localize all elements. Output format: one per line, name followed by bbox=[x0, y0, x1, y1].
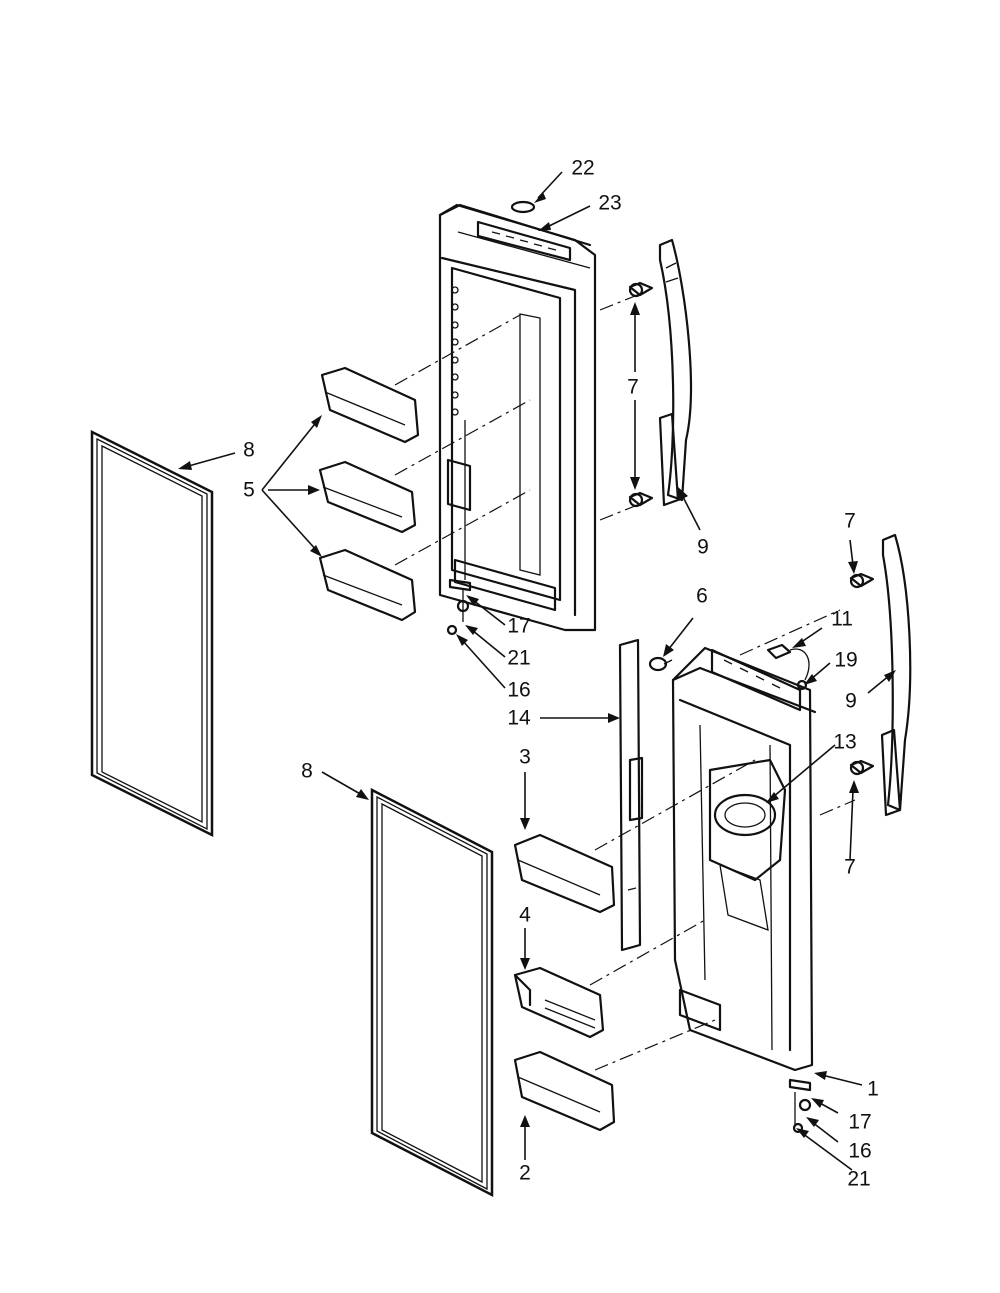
callout-17-lower: 17 bbox=[848, 1111, 871, 1134]
upper-hinge-parts bbox=[446, 578, 472, 636]
callout-7-right-bottom: 7 bbox=[844, 856, 856, 879]
door-stop-knob bbox=[648, 656, 673, 672]
shelf-peg-holes bbox=[451, 286, 459, 416]
lower-hinge-parts bbox=[788, 1078, 812, 1134]
callout-3: 3 bbox=[519, 746, 531, 769]
lower-door-handle bbox=[880, 533, 912, 817]
door-bin-lower-2 bbox=[513, 1050, 616, 1132]
handle-screw-lower-bottom bbox=[849, 759, 875, 776]
ice-chute-ring bbox=[713, 793, 777, 837]
door-cap bbox=[510, 200, 536, 214]
door-bin-upper-1 bbox=[320, 366, 420, 444]
handle-screw-upper-bottom bbox=[628, 491, 654, 508]
callout-11: 11 bbox=[831, 608, 853, 631]
callout-16-lower: 16 bbox=[848, 1140, 871, 1163]
callout-17-upper: 17 bbox=[507, 615, 530, 638]
door-bin-lower-4 bbox=[513, 966, 605, 1039]
callout-1: 1 bbox=[867, 1078, 879, 1101]
door-bin-upper-3 bbox=[318, 548, 417, 622]
upper-door-panel bbox=[438, 203, 597, 632]
callout-7-right-top: 7 bbox=[844, 510, 856, 533]
door-bin-upper-2 bbox=[318, 460, 417, 534]
door-gasket-upper bbox=[90, 429, 214, 838]
handle-screw-upper-top bbox=[628, 281, 654, 298]
callout-2: 2 bbox=[519, 1162, 531, 1185]
callout-13: 13 bbox=[833, 731, 856, 754]
callout-9-upper: 9 bbox=[697, 536, 709, 559]
door-bin-lower-3 bbox=[513, 833, 616, 914]
callout-8-lower: 8 bbox=[301, 760, 313, 783]
callout-16-upper: 16 bbox=[507, 679, 530, 702]
lower-door-panel bbox=[671, 646, 817, 1072]
callout-5: 5 bbox=[243, 479, 255, 502]
callout-21-lower: 21 bbox=[847, 1168, 870, 1191]
wire-clip bbox=[796, 679, 808, 691]
callout-23: 23 bbox=[598, 192, 621, 215]
callout-19: 19 bbox=[834, 649, 857, 672]
handle-screw-lower-top bbox=[849, 572, 875, 589]
door-control-panel bbox=[476, 220, 572, 262]
callout-6: 6 bbox=[696, 585, 708, 608]
callout-21-upper: 21 bbox=[507, 647, 530, 670]
center-mullion bbox=[618, 638, 644, 952]
door-gasket-lower bbox=[370, 787, 494, 1198]
callout-4: 4 bbox=[519, 904, 531, 927]
wire-harness bbox=[766, 643, 810, 681]
callout-7-upper: 7 bbox=[627, 376, 639, 399]
ice-dispenser-housing bbox=[708, 758, 787, 882]
callout-22: 22 bbox=[571, 157, 594, 180]
callout-8-upper: 8 bbox=[243, 439, 255, 462]
lower-door-control-panel bbox=[710, 648, 802, 712]
callout-14: 14 bbox=[507, 707, 531, 730]
callout-9-lower: 9 bbox=[845, 690, 857, 713]
upper-door-handle bbox=[658, 238, 692, 507]
